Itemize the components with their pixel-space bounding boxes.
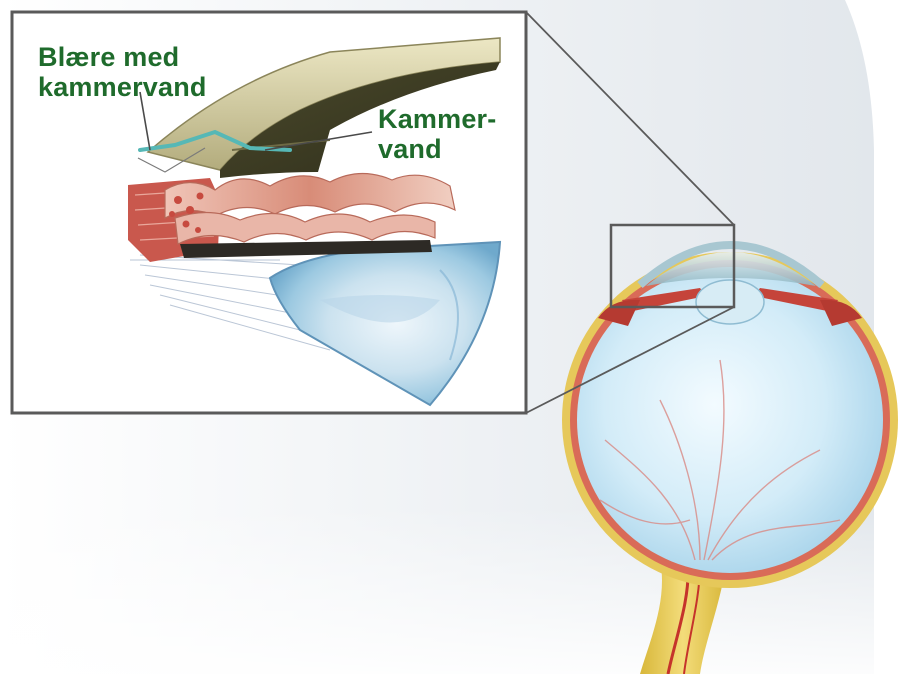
aqueous-label-line-1: Kammer- — [378, 104, 496, 134]
bleb-label-line-2: kammervand — [38, 72, 207, 102]
bleb-label-line-1: Blære med — [38, 42, 207, 72]
aqueous-label-line-2: vand — [378, 134, 496, 164]
bleb-label: Blære med kammervand — [38, 42, 207, 102]
aqueous-label: Kammer- vand — [378, 104, 496, 164]
